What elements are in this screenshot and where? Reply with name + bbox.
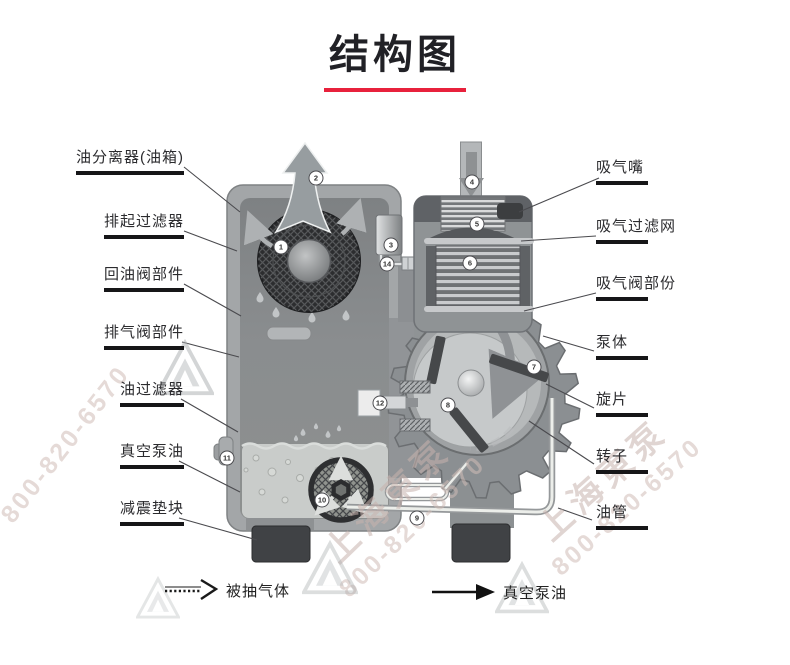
- legend-item-gas: 被抽气体: [163, 576, 290, 604]
- page-header: 结构图: [0, 22, 790, 92]
- solid-arrow-icon: [432, 584, 495, 600]
- title-underline: [324, 88, 466, 92]
- legend-item-oil: 真空泵油: [430, 578, 567, 606]
- legend-label-gas: 被抽气体: [226, 582, 291, 600]
- page-title: 结构图: [329, 33, 461, 77]
- exhaust-filter-donut: [257, 209, 361, 313]
- oil-pipe: [346, 398, 556, 516]
- suction-assembly: [413, 141, 534, 333]
- legend-label-oil: 真空泵油: [503, 584, 568, 602]
- exhaust-arrow: [243, 141, 367, 248]
- oil-filter-circle: [308, 455, 374, 523]
- rotary-vanes: [426, 335, 549, 453]
- dashed-arrow-icon: [165, 578, 219, 600]
- oil-return-valve-part: [266, 326, 312, 341]
